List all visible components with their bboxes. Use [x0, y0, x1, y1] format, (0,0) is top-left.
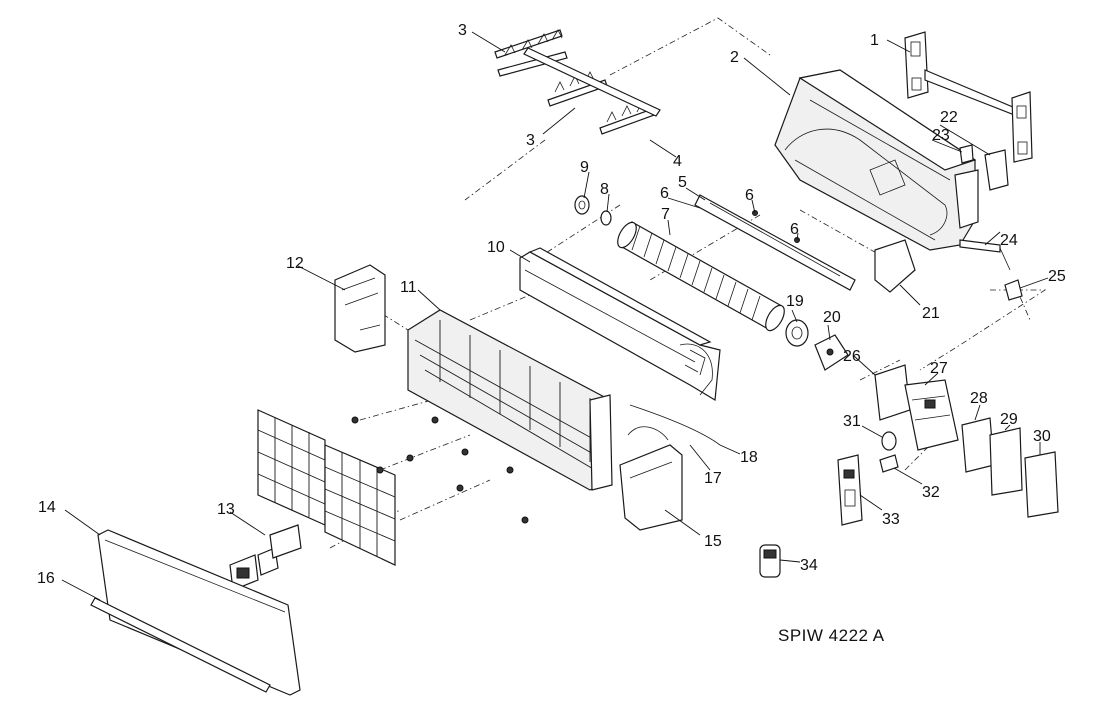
label-12: 12	[286, 255, 304, 272]
label-5: 5	[678, 174, 687, 191]
label-33: 33	[882, 511, 900, 528]
label-34: 34	[800, 557, 818, 574]
label-22: 22	[940, 109, 958, 126]
part-chassis	[774, 69, 979, 251]
part-number-labels: 1 2 3 3 4 5 6 6 6 7 8 9 10 11 12 13 14 1…	[37, 22, 1066, 587]
label-28: 28	[970, 390, 988, 407]
label-26: 26	[843, 348, 861, 365]
part-left-cap	[334, 264, 386, 353]
label-32: 32	[922, 484, 940, 501]
leader-lines	[61, 31, 1049, 601]
label-4: 4	[673, 153, 682, 170]
part-bottom-strip	[90, 597, 271, 693]
screws	[351, 416, 529, 524]
label-14: 14	[38, 499, 56, 516]
label-7: 7	[661, 206, 670, 223]
label-15: 15	[704, 533, 722, 550]
label-6-left: 6	[660, 185, 669, 202]
part-capacitor	[879, 431, 899, 473]
model-number: SPIW 4222 A	[778, 626, 885, 645]
label-29: 29	[1000, 411, 1018, 428]
label-27: 27	[930, 360, 948, 377]
part-electrical-box	[874, 364, 959, 451]
part-remote-control	[759, 544, 781, 578]
part-clips	[959, 144, 1009, 191]
label-24: 24	[1000, 232, 1018, 249]
label-10: 10	[487, 239, 505, 256]
label-17: 17	[704, 470, 722, 487]
part-front-panel	[97, 529, 301, 696]
label-19: 19	[786, 293, 804, 310]
part-motor-bracket	[874, 239, 916, 293]
label-13: 13	[217, 501, 235, 518]
part-control-board	[837, 454, 863, 526]
part-air-filters	[257, 409, 396, 566]
part-drain-fitting	[1004, 279, 1023, 301]
label-30: 30	[1033, 428, 1051, 445]
part-louvers	[494, 29, 661, 135]
label-3-top: 3	[458, 22, 467, 39]
label-25: 25	[1048, 268, 1066, 285]
part-evaporator	[519, 247, 721, 402]
part-mounting-plate	[904, 31, 1033, 163]
part-right-cap	[619, 444, 683, 531]
label-31: 31	[843, 413, 861, 430]
label-18: 18	[740, 449, 758, 466]
part-display-boards	[229, 524, 302, 591]
part-covers	[961, 417, 1059, 518]
label-20: 20	[823, 309, 841, 326]
part-pipe	[627, 404, 721, 446]
label-1: 1	[870, 32, 879, 49]
part-fan-motor	[785, 319, 849, 371]
label-8: 8	[600, 181, 609, 198]
label-21: 21	[922, 305, 940, 322]
part-front-frame	[407, 309, 613, 491]
part-crossflow-fan	[617, 221, 785, 332]
label-16: 16	[37, 570, 55, 587]
label-6-right: 6	[790, 221, 799, 238]
label-6-mid: 6	[745, 187, 754, 204]
label-11: 11	[400, 279, 417, 296]
label-9: 9	[580, 159, 589, 176]
label-23: 23	[932, 127, 950, 144]
label-3-bottom: 3	[526, 132, 535, 149]
label-2: 2	[730, 49, 739, 66]
part-bearing	[574, 195, 612, 226]
